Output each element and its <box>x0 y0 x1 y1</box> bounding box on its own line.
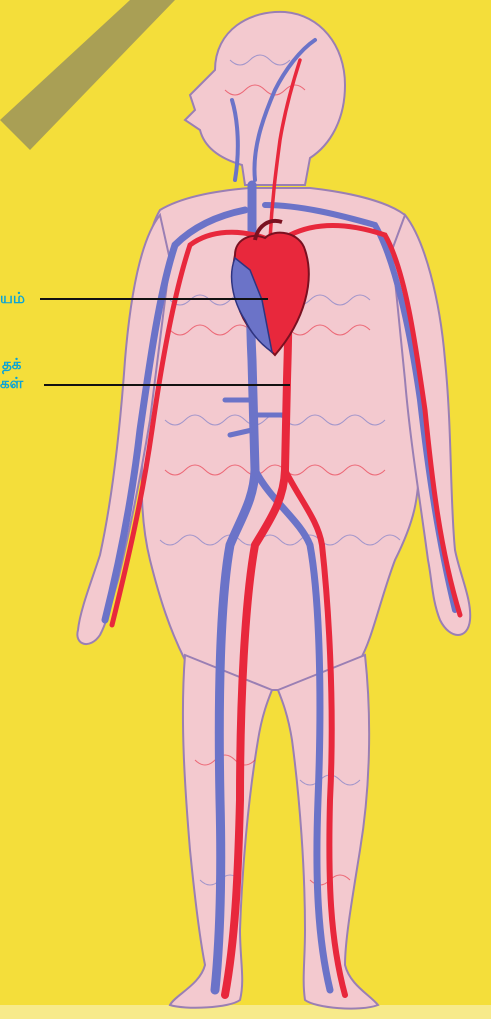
heart-leader-line <box>40 298 268 300</box>
blood-vessels-label-line2: கள் <box>0 374 23 392</box>
heart-label: யம் <box>0 289 25 307</box>
blood-vessels-leader-line <box>44 384 290 386</box>
blood-vessels-label-line1: தக் <box>2 355 21 373</box>
